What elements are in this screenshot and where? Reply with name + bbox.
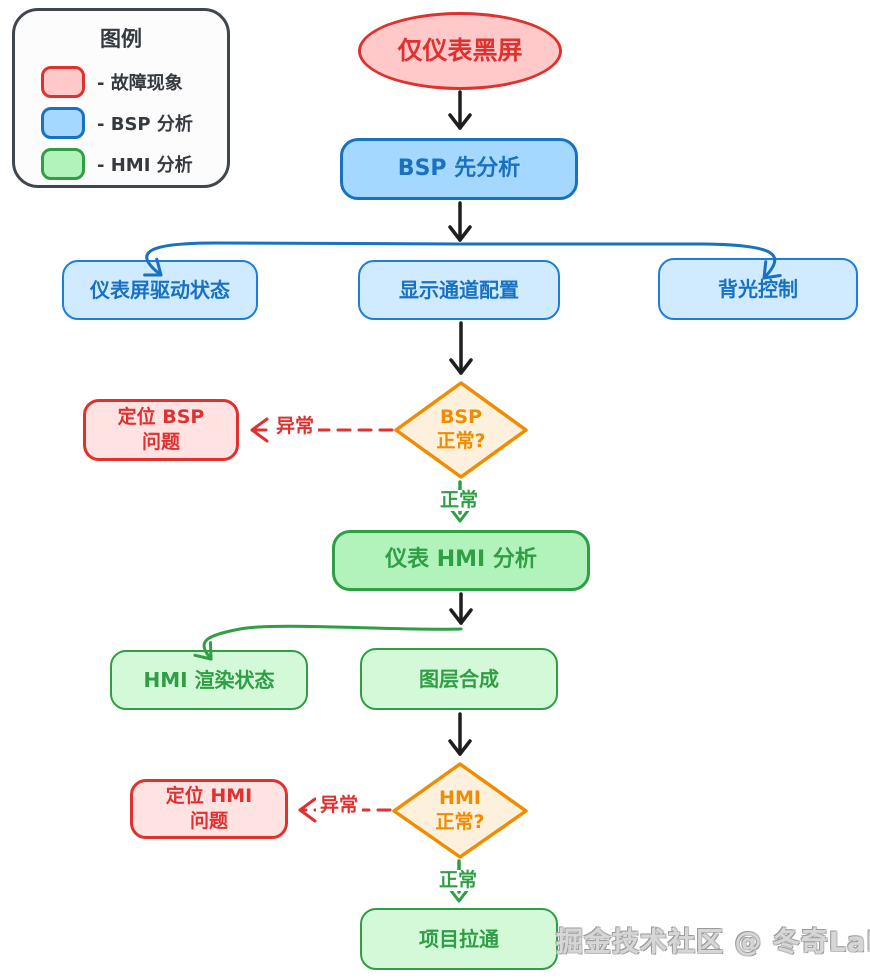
node-hmi-analysis: 仪表 HMI 分析 xyxy=(332,530,590,591)
diamond-hmi-ok-line1: HMI xyxy=(439,787,481,810)
legend-row-fault: - 故障现象 xyxy=(15,61,227,102)
node-locate-bsp-line1: 定位 BSP xyxy=(117,406,205,429)
diamond-bsp-ok-line2: 正常? xyxy=(436,430,486,452)
node-locate-hmi-line1: 定位 HMI xyxy=(165,785,253,808)
node-start-fault: 仅仪表黑屏 xyxy=(358,12,562,90)
node-start-label: 仅仪表黑屏 xyxy=(397,35,523,65)
node-locate-hmi-line2: 问题 xyxy=(189,810,228,832)
node-project-pull: 项目拉通 xyxy=(360,908,558,970)
node-hmi-render-label: HMI 渲染状态 xyxy=(143,668,275,692)
edge-label-bsp-abnormal: 异常 xyxy=(272,416,319,437)
edge-label-hmi-normal: 正常 xyxy=(435,870,482,891)
bsp-swatch-icon xyxy=(41,106,85,139)
node-locate-bsp-problem: 定位 BSP 问题 xyxy=(83,399,239,461)
node-bsp-analysis: BSP 先分析 xyxy=(340,138,578,200)
legend-label-hmi: - HMI 分析 xyxy=(97,154,193,176)
node-driver-status: 仪表屏驱动状态 xyxy=(62,260,258,320)
diamond-bsp-ok-label: BSP 正常? xyxy=(401,404,521,456)
node-bsp-analysis-label: BSP 先分析 xyxy=(397,155,521,181)
node-locate-bsp-line2: 问题 xyxy=(141,431,180,453)
legend-label-fault: - 故障现象 xyxy=(97,72,183,94)
node-hmi-analysis-label: 仪表 HMI 分析 xyxy=(385,547,537,573)
diamond-hmi-ok-line2: 正常? xyxy=(435,811,485,833)
node-backlight-label: 背光控制 xyxy=(718,277,798,301)
diamond-bsp-ok-line1: BSP xyxy=(439,406,483,429)
node-layer-compose: 图层合成 xyxy=(360,648,558,710)
diamond-hmi-ok-label: HMI 正常? xyxy=(400,785,520,837)
legend-row-bsp: - BSP 分析 xyxy=(15,102,227,143)
node-driver-status-label: 仪表屏驱动状态 xyxy=(90,278,230,302)
legend-row-hmi: - HMI 分析 xyxy=(15,143,227,184)
node-hmi-render-status: HMI 渲染状态 xyxy=(110,650,308,710)
edge-label-bsp-normal: 正常 xyxy=(436,490,483,511)
fault-swatch-icon xyxy=(41,65,85,98)
node-backlight: 背光控制 xyxy=(658,258,858,320)
legend-title: 图例 xyxy=(100,27,142,51)
edge-label-hmi-abnormal: 异常 xyxy=(316,795,363,816)
node-display-channel: 显示通道配置 xyxy=(358,260,560,320)
legend-label-bsp: - BSP 分析 xyxy=(97,113,193,135)
node-layer-compose-label: 图层合成 xyxy=(419,667,499,691)
node-locate-hmi-problem: 定位 HMI 问题 xyxy=(130,779,288,839)
hmi-swatch-icon xyxy=(41,147,85,180)
node-project-pull-label: 项目拉通 xyxy=(419,927,499,951)
node-display-channel-label: 显示通道配置 xyxy=(399,278,519,302)
legend-box: 图例 - 故障现象 - BSP 分析 - HMI 分析 xyxy=(12,8,230,188)
watermark-text: 掘金技术社区 @ 冬奇Lab xyxy=(556,927,870,958)
